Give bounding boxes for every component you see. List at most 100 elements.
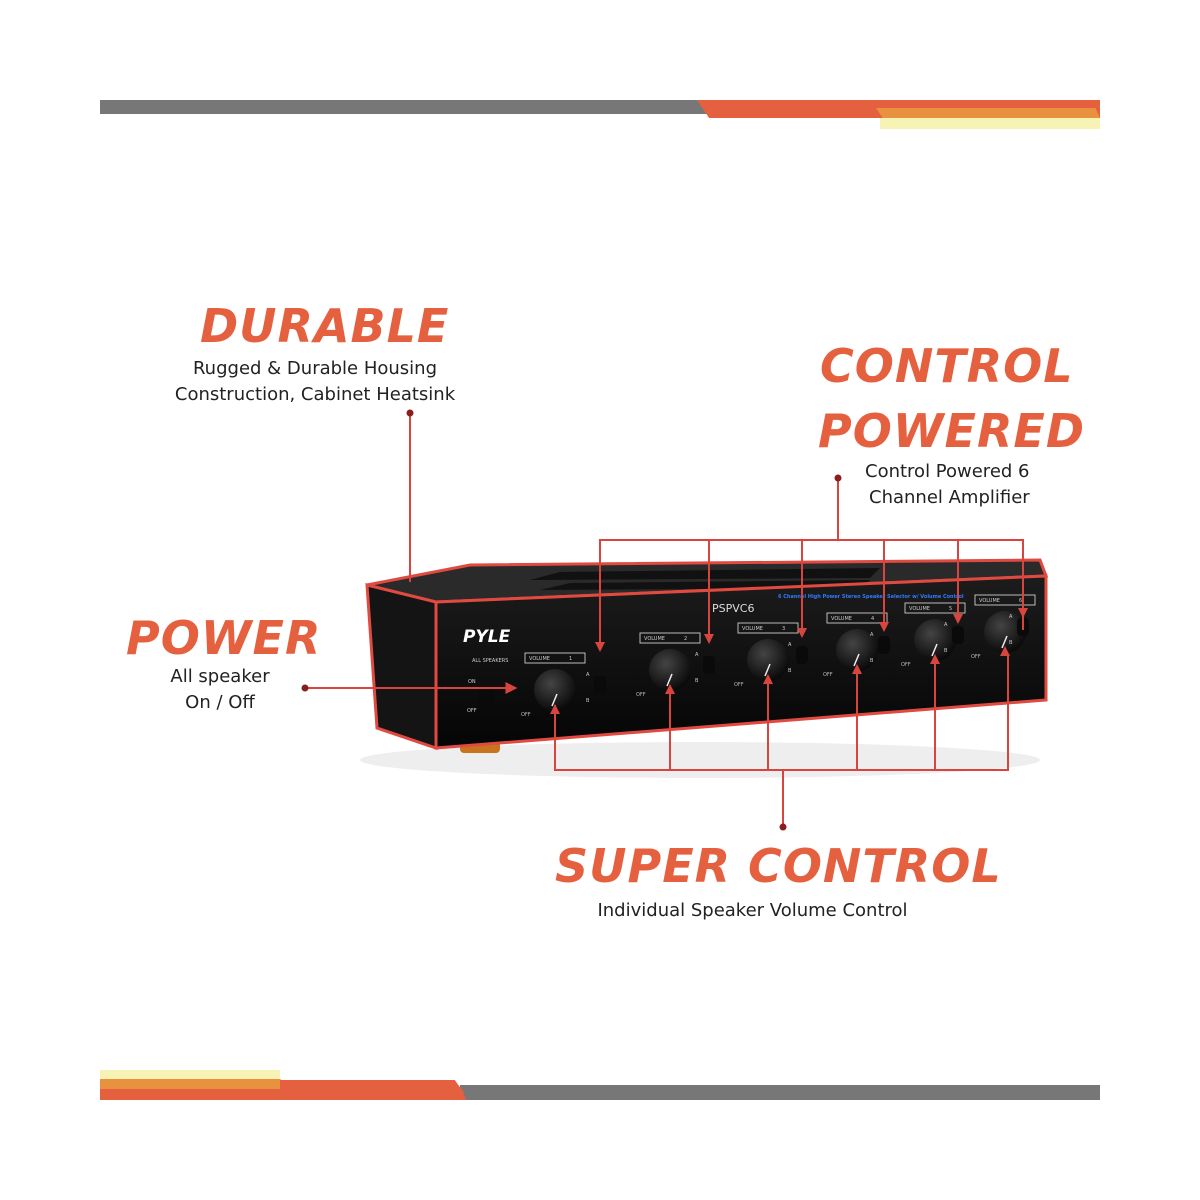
volume-label: VOLUME	[831, 616, 852, 622]
on-label: ON	[468, 679, 476, 685]
callout-dots	[301, 409, 842, 831]
channel-number: 4	[871, 616, 874, 622]
volume-knob[interactable]	[747, 639, 789, 681]
arrow-down-icon	[704, 634, 714, 644]
off-label: OFF	[636, 692, 646, 698]
volume-knob[interactable]	[914, 619, 956, 661]
channel-number: 3	[782, 626, 785, 632]
volume-label: VOLUME	[644, 636, 665, 642]
volume-label: VOLUME	[979, 598, 1000, 604]
callout-dot	[406, 409, 414, 417]
knob-indicator	[853, 653, 860, 667]
channel-number: 6	[1019, 598, 1022, 604]
b-label: B	[944, 648, 948, 654]
arrow-down-icon	[797, 628, 807, 638]
knob-indicator	[551, 693, 558, 707]
model-label: PSPVC6	[712, 602, 754, 615]
description-line: Rugged & Durable Housing	[192, 358, 438, 379]
volume-knob[interactable]	[836, 629, 878, 671]
volume-label: VOLUME	[909, 606, 930, 612]
knob-indicator	[1001, 635, 1008, 649]
description-line: Channel Amplifier	[869, 487, 1030, 508]
arrow-down-icon	[953, 614, 963, 624]
speaker-ab-switch[interactable]	[594, 676, 606, 694]
arrow-down-icon	[879, 622, 889, 632]
channel-number: 5	[949, 606, 952, 612]
b-label: B	[870, 658, 874, 664]
volume-bracket	[974, 594, 1036, 606]
volume-bracket	[524, 652, 586, 664]
durable-description: Rugged & Durable Housing Construction, C…	[160, 356, 470, 408]
off-label: OFF	[823, 672, 833, 678]
b-label: B	[586, 698, 590, 704]
volume-label: VOLUME	[742, 626, 763, 632]
volume-knob[interactable]	[984, 611, 1026, 653]
speaker-ab-switch[interactable]	[796, 646, 808, 664]
arrow-up-icon	[930, 654, 940, 664]
volume-bracket	[826, 612, 888, 624]
description-label: 6 Channel High Power Stereo Speaker Sele…	[778, 594, 964, 600]
description-line: Construction, Cabinet Heatsink	[174, 384, 456, 405]
side-face	[365, 583, 438, 751]
knob-indicator	[764, 663, 771, 677]
description-line: Individual Speaker Volume Control	[597, 900, 908, 921]
arrow-down-icon	[1018, 608, 1028, 618]
speaker-ab-switch[interactable]	[703, 656, 715, 674]
a-label: A	[695, 652, 699, 658]
off-label: OFF	[734, 682, 744, 688]
speaker-ab-switch[interactable]	[952, 626, 964, 644]
arrow-up-icon	[1000, 646, 1010, 656]
control-powered-title-line1: CONTROL	[820, 339, 1074, 393]
arrow-down-icon	[595, 642, 605, 652]
arrow-up-icon	[763, 674, 773, 684]
a-label: A	[788, 642, 792, 648]
volume-bracket	[639, 632, 701, 644]
off-label: OFF	[521, 712, 531, 718]
channel-number: 1	[569, 656, 572, 662]
description-line: Control Powered 6	[865, 461, 1030, 482]
arrow-up-icon	[852, 664, 862, 674]
all-speakers-switch	[478, 688, 494, 706]
knob-indicator	[666, 673, 673, 687]
super-control-description: Individual Speaker Volume Control	[560, 898, 945, 924]
volume-bracket	[904, 602, 966, 614]
durable-title: DURABLE	[200, 299, 450, 353]
a-label: A	[1009, 614, 1013, 620]
knob-indicator	[931, 643, 938, 657]
all-speakers-label: ALL SPEAKERS	[472, 658, 508, 664]
volume-label: VOLUME	[529, 656, 550, 662]
volume-knob[interactable]	[534, 669, 576, 711]
arrow-up-icon	[550, 704, 560, 714]
b-label: B	[1009, 640, 1013, 646]
power-title: POWER	[126, 611, 322, 665]
speaker-ab-switch[interactable]	[878, 636, 890, 654]
control-powered-title-line2: POWERED	[818, 404, 1086, 458]
callout-dot	[834, 474, 842, 482]
description-line: All speaker	[170, 666, 270, 687]
description-line: On / Off	[185, 692, 255, 713]
brand-logo: PYLE	[463, 627, 511, 647]
super-control-title: SUPER CONTROL	[555, 839, 1002, 893]
off-label: OFF	[901, 662, 911, 668]
volume-knob[interactable]	[649, 649, 691, 691]
front-panel	[434, 574, 1048, 750]
a-label: A	[944, 622, 948, 628]
arrow-up-icon	[665, 684, 675, 694]
power-description: All speaker On / Off	[140, 664, 300, 716]
callout-dot	[779, 823, 787, 831]
a-label: A	[586, 672, 590, 678]
b-label: B	[788, 668, 792, 674]
a-label: A	[870, 632, 874, 638]
callout-lines	[305, 413, 1024, 827]
channel-number: 2	[684, 636, 687, 642]
off-label: OFF	[971, 654, 981, 660]
control-powered-description: Control Powered 6 Channel Amplifier	[840, 459, 1065, 511]
callout-dot	[301, 684, 309, 692]
